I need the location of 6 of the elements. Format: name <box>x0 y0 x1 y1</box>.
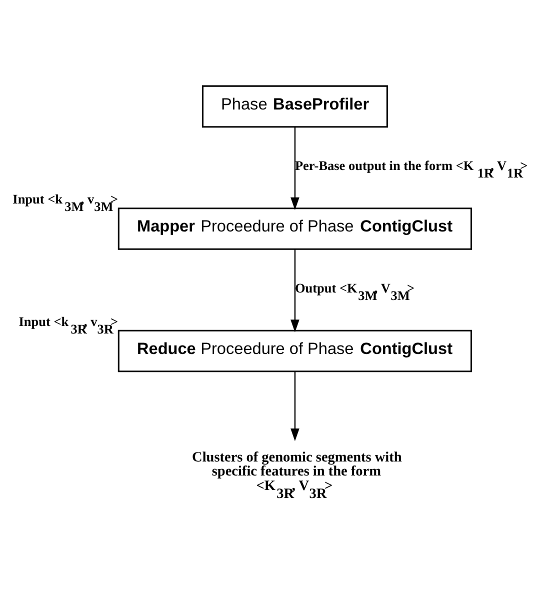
node-box: Reduce Proceedure of Phase ContigClust <box>118 329 472 372</box>
arrow <box>290 370 300 441</box>
node-box: Mapper Proceedure of Phase ContigClust <box>118 207 472 250</box>
node-box: Phase BaseProfiler <box>202 84 388 128</box>
arrow <box>290 126 300 210</box>
arrow <box>290 248 300 332</box>
